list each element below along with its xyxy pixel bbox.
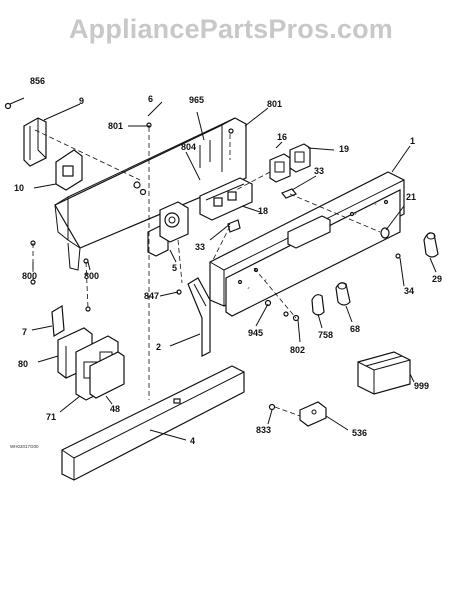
label-16: 16	[277, 132, 287, 142]
svg-text:+: +	[263, 277, 268, 283]
label-29: 29	[432, 274, 442, 284]
bracket-2	[187, 277, 211, 357]
label-18: 18	[258, 206, 268, 216]
knob-68	[335, 282, 351, 306]
svg-text:+: +	[246, 285, 251, 291]
knob-29	[423, 232, 439, 258]
control-panel-1: + + + +	[209, 171, 405, 317]
label-4: 4	[190, 436, 195, 446]
knob-21	[380, 227, 390, 239]
label-856: 856	[30, 76, 45, 86]
watermark-text: AppliancePartsPros.com	[68, 14, 393, 44]
bracket-10	[55, 149, 83, 191]
clip-536	[299, 401, 327, 427]
screw-856	[4, 102, 12, 110]
label-6: 6	[148, 94, 153, 104]
cover-48	[89, 351, 125, 399]
carton-999	[357, 351, 411, 395]
clip-33-lower	[227, 219, 241, 233]
label-71: 71	[46, 412, 56, 422]
label-802: 802	[290, 345, 305, 355]
label-801-right: 801	[267, 99, 282, 109]
screw-802	[283, 311, 289, 317]
label-833: 833	[256, 425, 271, 435]
label-9: 9	[79, 96, 84, 106]
svg-text:+: +	[373, 201, 378, 207]
label-536: 536	[352, 428, 367, 438]
infinite-switch-5	[147, 201, 189, 257]
label-804: 804	[181, 142, 196, 152]
label-1: 1	[410, 136, 415, 146]
label-945: 945	[248, 328, 263, 338]
label-758: 758	[318, 330, 333, 340]
label-800-right: 800	[84, 271, 99, 281]
assembly-lines	[32, 127, 381, 417]
label-68: 68	[350, 324, 360, 334]
leader-lines	[9, 97, 437, 441]
label-33-upper: 33	[314, 166, 324, 176]
label-19: 19	[339, 144, 349, 154]
knob-945	[264, 299, 300, 322]
label-7: 7	[22, 327, 27, 337]
screw-34	[395, 253, 401, 259]
knob-758	[311, 294, 325, 316]
label-80: 80	[18, 359, 28, 369]
trim-strip-4	[61, 365, 245, 481]
label-800-left: 800	[22, 271, 37, 281]
callout-labels: 856 9 6 965 801 801 804 16 19 1 10 33 18…	[14, 76, 442, 446]
label-10: 10	[14, 183, 24, 193]
switch-16	[269, 153, 291, 183]
label-999: 999	[414, 381, 429, 391]
label-801-left: 801	[108, 121, 123, 131]
label-965: 965	[189, 95, 204, 105]
label-33-lower: 33	[195, 242, 205, 252]
drawing-code: WH02017G00	[10, 444, 39, 449]
label-847: 847	[144, 291, 159, 301]
bracket-7	[51, 304, 65, 338]
screw-801-right	[228, 128, 234, 134]
label-21: 21	[406, 192, 416, 202]
back-panel-6	[54, 117, 247, 271]
screw-833	[268, 403, 276, 411]
label-5: 5	[172, 263, 177, 273]
label-34: 34	[404, 286, 414, 296]
switch-19	[289, 143, 311, 173]
bracket-9	[23, 117, 47, 167]
clip-33-upper	[281, 188, 297, 199]
label-2: 2	[156, 342, 161, 352]
svg-text:+: +	[353, 211, 358, 217]
label-48: 48	[110, 404, 120, 414]
